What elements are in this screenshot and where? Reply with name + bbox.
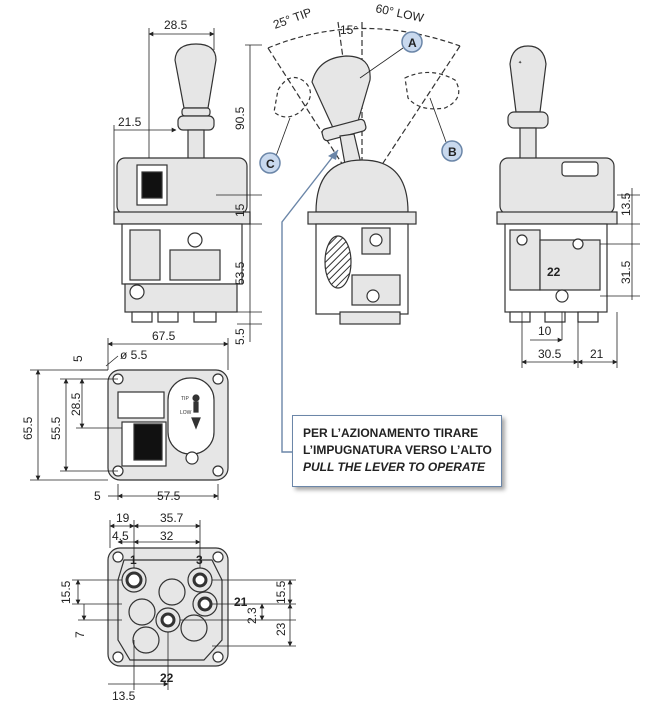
callout-c-label: C xyxy=(266,157,275,171)
dim-base-h7: 7 xyxy=(73,631,87,638)
right-view-dimensions xyxy=(521,188,640,368)
dim-right-h1: 13.5 xyxy=(619,192,633,216)
plan-view-dimensions xyxy=(30,338,229,500)
dim-base-w32: 32 xyxy=(160,529,174,543)
dim-plan-bottom-width: 57.5 xyxy=(157,489,181,503)
port-label-1: 1 xyxy=(130,553,137,567)
dim-base-w45: 4.5 xyxy=(112,529,129,543)
angle-tip: 25° TIP xyxy=(271,5,313,32)
callout-b: B xyxy=(429,97,463,162)
angle-low: 60° LOW xyxy=(374,1,425,25)
note-leader-arrow xyxy=(328,150,338,160)
dim-height-lower: 53.5 xyxy=(233,261,247,285)
dim-base-h23: 2.3 xyxy=(245,607,259,624)
dim-plan-h-mid: 55.5 xyxy=(49,416,63,440)
dim-height-bottom: 5.5 xyxy=(233,328,247,345)
plan-view xyxy=(107,369,229,481)
note-line-2: L’IMPUGNATURA VERSO L’ALTO xyxy=(303,443,492,457)
operating-note: PER L’AZIONAMENTO TIRARE L’IMPUGNATURA V… xyxy=(292,415,502,487)
callout-c: C xyxy=(259,117,291,174)
port-label-22: 22 xyxy=(160,671,174,685)
front-view xyxy=(113,43,251,323)
dim-base-h155-left: 15.5 xyxy=(59,580,73,604)
dim-right-w2: 30.5 xyxy=(538,347,562,361)
dim-base-h155-right: 15.5 xyxy=(274,580,288,604)
note-leader xyxy=(281,149,339,453)
dim-base-w19: 19 xyxy=(116,511,130,525)
plate-label-low: LOW xyxy=(180,410,192,416)
front-view-dimensions xyxy=(113,28,262,342)
callout-a: A xyxy=(359,31,423,79)
dim-plan-width: 67.5 xyxy=(152,329,176,343)
port-label-21: 21 xyxy=(234,595,248,609)
dim-plan-h-inner: 28.5 xyxy=(69,392,83,416)
port-label-3: 3 xyxy=(196,553,203,567)
base-view-dimensions xyxy=(72,520,296,690)
dim-left-offset: 21.5 xyxy=(118,115,142,129)
callout-b-label: B xyxy=(448,145,457,159)
dim-base-h23b: 23 xyxy=(274,622,288,636)
dim-base-w135: 13.5 xyxy=(112,689,136,703)
dim-plan-bottom-left: 5 xyxy=(94,489,101,503)
angle-center: 15° xyxy=(340,23,358,37)
dim-plan-hole: ø 5.5 xyxy=(120,348,148,362)
side-view xyxy=(267,21,461,325)
knob-icon-text: ✦ xyxy=(518,60,522,66)
dim-right-h2: 31.5 xyxy=(619,260,633,284)
dim-height-upper: 90.5 xyxy=(233,106,247,130)
dim-plan-h-total: 65.5 xyxy=(21,416,35,440)
dim-top-width: 28.5 xyxy=(164,18,188,32)
port-label-22-side: 22 xyxy=(547,265,561,279)
right-view: ✦ xyxy=(496,45,618,323)
dim-plan-top: 5 xyxy=(71,355,85,362)
note-line-1: PER L’AZIONAMENTO TIRARE xyxy=(303,426,479,440)
note-line-3: PULL THE LEVER TO OPERATE xyxy=(303,460,486,474)
plate-label-tip: TIP xyxy=(181,396,189,402)
dim-right-w1: 10 xyxy=(538,324,552,338)
callout-a-label: A xyxy=(408,36,417,50)
dim-height-mid: 15 xyxy=(233,203,247,217)
dim-base-w357: 35.7 xyxy=(160,511,184,525)
dim-right-w3: 21 xyxy=(590,347,604,361)
